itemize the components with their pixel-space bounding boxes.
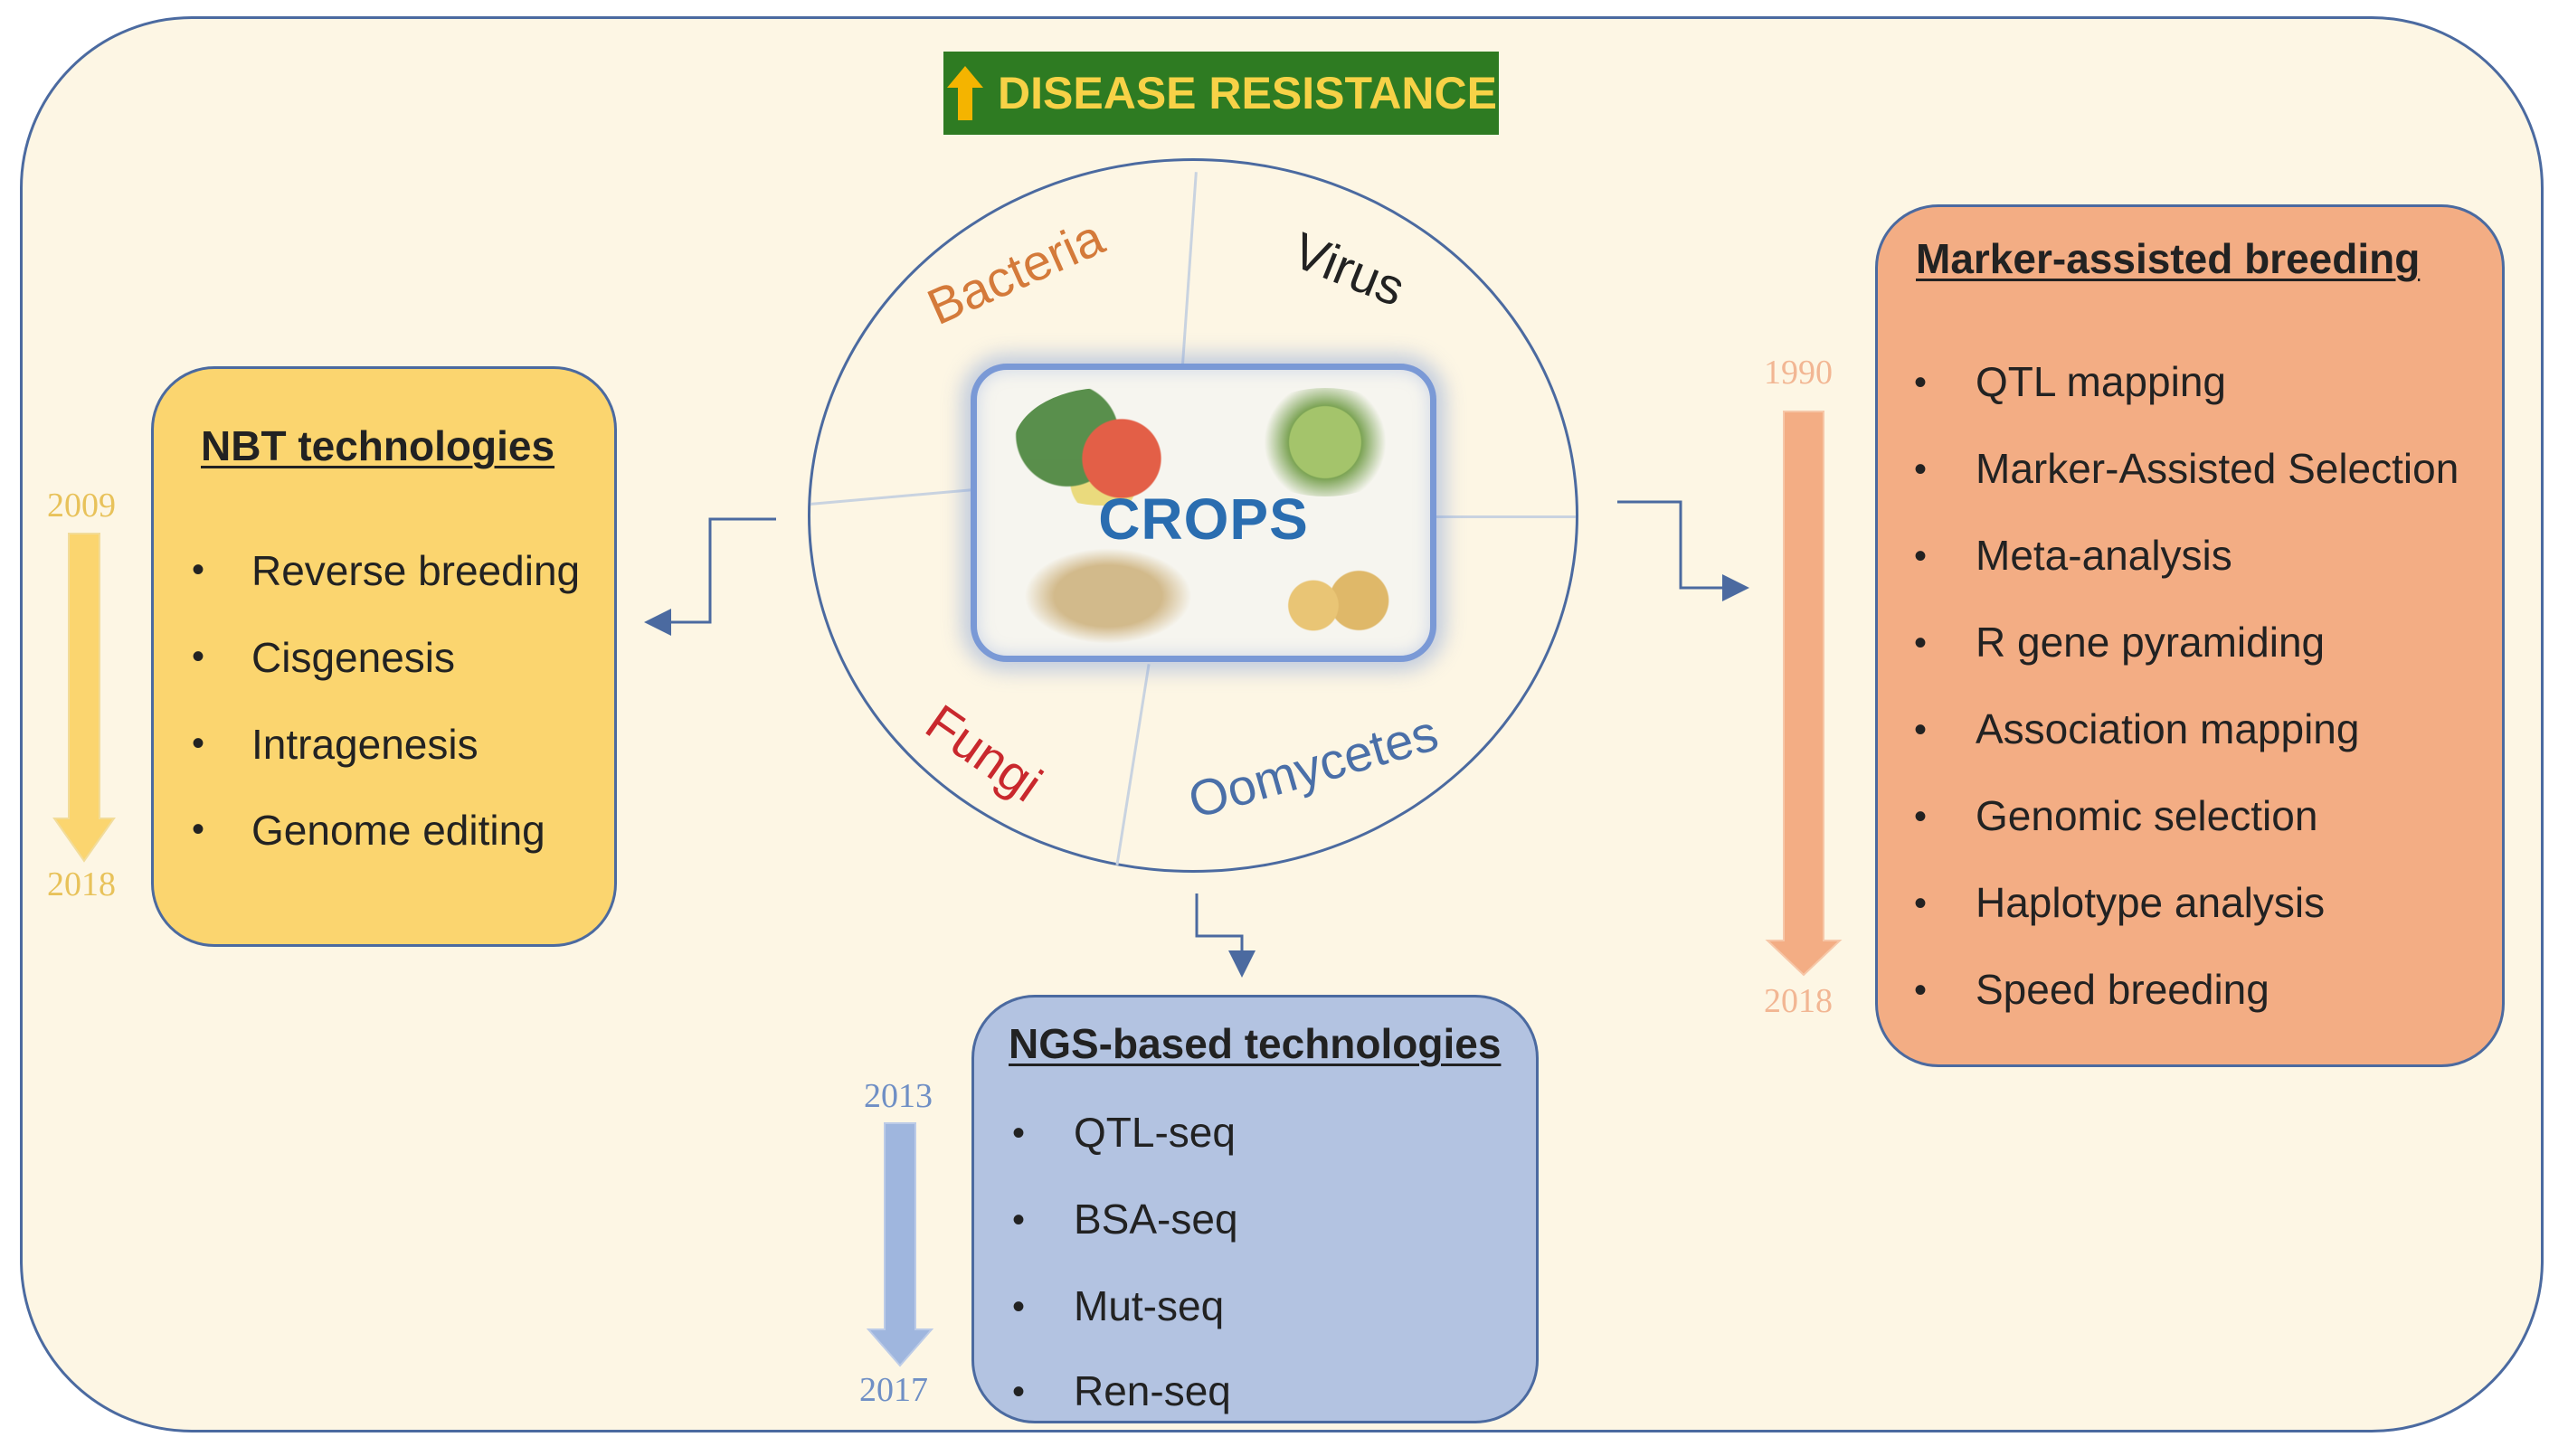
bullet: • — [1914, 449, 1928, 489]
nbt-item: Reverse breeding — [251, 547, 581, 594]
bullet: • — [1012, 1113, 1026, 1153]
potatoes-image — [1248, 551, 1411, 650]
bullet: • — [1012, 1287, 1026, 1327]
bullet: • — [1012, 1372, 1026, 1412]
mab-year-start: 1990 — [1764, 354, 1833, 392]
crops-box: CROPS — [971, 364, 1436, 662]
mab-item: QTL mapping — [1976, 358, 2226, 405]
bullet: • — [1914, 710, 1928, 750]
bullet: • — [1914, 623, 1928, 663]
bullet: • — [192, 550, 205, 590]
ngs-item: QTL-seq — [1074, 1109, 1236, 1156]
circle-divider — [1422, 515, 1576, 518]
mab-item: Haplotype analysis — [1976, 879, 2326, 926]
bullet: • — [1914, 797, 1928, 837]
nbt-item: Cisgenesis — [251, 634, 455, 681]
mab-item: R gene pyramiding — [1976, 619, 2326, 666]
crops-label: CROPS — [1098, 487, 1309, 552]
mab-item: Marker-Assisted Selection — [1976, 445, 2459, 492]
bullet: • — [1914, 970, 1928, 1010]
ngs-item: Ren-seq — [1074, 1367, 1231, 1414]
ngs-timeline-arrow — [866, 1122, 934, 1367]
disease-resistance-banner: DISEASE RESISTANCE — [943, 52, 1499, 135]
grapes-image — [1239, 388, 1411, 496]
nbt-timeline-arrow — [52, 533, 116, 863]
bullet: • — [1914, 363, 1928, 402]
mab-item: Meta-analysis — [1976, 532, 2232, 579]
arrow-to-mab — [1617, 500, 1749, 601]
up-arrow-icon — [947, 66, 984, 120]
marker-assisted-breeding-box: Marker-assisted breeding • QTL mapping •… — [1875, 204, 2505, 1067]
ngs-item: Mut-seq — [1074, 1282, 1225, 1329]
vegetables-image — [1013, 388, 1194, 506]
ngs-year-start: 2013 — [864, 1077, 933, 1115]
banner-title: DISEASE RESISTANCE — [998, 68, 1497, 118]
nbt-item: Genome editing — [251, 807, 545, 854]
bullet: • — [192, 637, 205, 676]
pathogen-circle — [808, 158, 1578, 873]
nbt-item: Intragenesis — [251, 721, 479, 768]
nbt-title: NBT technologies — [201, 422, 555, 469]
arrow-to-ngs — [1195, 893, 1256, 978]
bullet: • — [192, 809, 205, 849]
nbt-technologies-box: NBT technologies • Reverse breeding • Ci… — [151, 366, 617, 947]
nbt-year-start: 2009 — [47, 487, 116, 525]
ngs-year-end: 2017 — [859, 1371, 928, 1409]
bullet: • — [192, 723, 205, 763]
bullet: • — [1914, 536, 1928, 576]
wheat-image — [1013, 542, 1203, 650]
bullet: • — [1012, 1200, 1026, 1240]
mab-item: Genomic selection — [1976, 792, 2318, 839]
arrow-to-nbt — [644, 517, 776, 636]
mab-timeline-arrow — [1765, 411, 1843, 977]
mab-item: Speed breeding — [1976, 966, 2270, 1013]
bullet: • — [1914, 884, 1928, 923]
nbt-year-end: 2018 — [47, 865, 116, 903]
ngs-title: NGS-based technologies — [1009, 1020, 1502, 1067]
mab-item: Association mapping — [1976, 705, 2360, 752]
mab-title: Marker-assisted breeding — [1916, 235, 2421, 282]
ngs-item: BSA-seq — [1074, 1196, 1238, 1243]
ngs-technologies-box: NGS-based technologies • QTL-seq • BSA-s… — [971, 995, 1539, 1423]
mab-year-end: 2018 — [1764, 982, 1833, 1020]
